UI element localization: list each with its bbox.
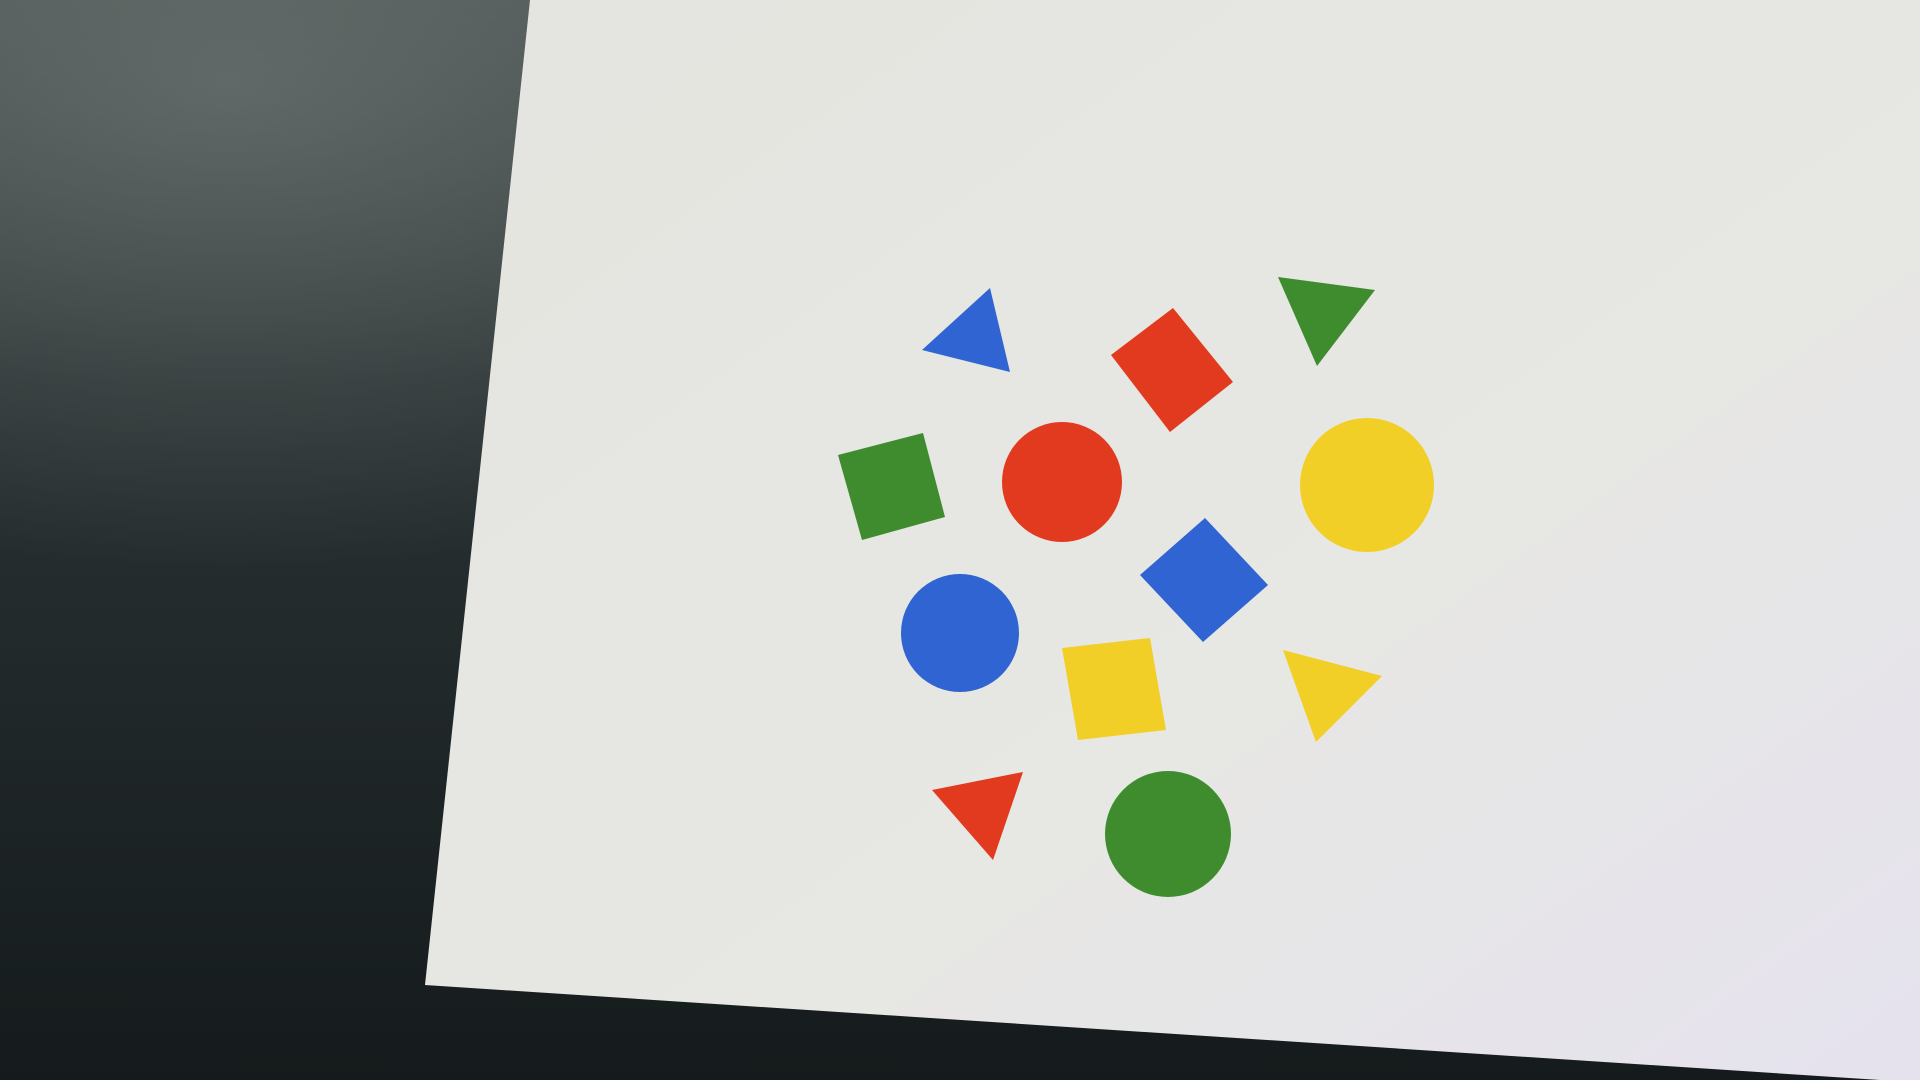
blue-circle [901, 574, 1019, 692]
green-triangle [1278, 277, 1375, 366]
yellow-circle [1300, 418, 1434, 552]
yellow-square [1062, 638, 1166, 740]
blue-square [1140, 518, 1268, 642]
paper-sheet [425, 0, 1920, 1080]
blue-triangle [922, 288, 1010, 372]
red-circle [1002, 422, 1122, 542]
red-triangle [932, 772, 1023, 860]
green-square [838, 433, 945, 540]
shapes-group [838, 277, 1434, 897]
red-square [1111, 308, 1233, 432]
yellow-triangle [1283, 650, 1382, 742]
green-circle [1105, 771, 1231, 897]
